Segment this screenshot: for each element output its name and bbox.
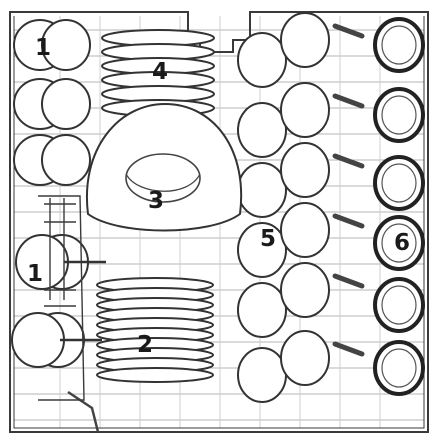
cup bbox=[237, 222, 287, 278]
rack-prong bbox=[332, 93, 365, 109]
rack-prong bbox=[332, 341, 365, 357]
cups-middle-column bbox=[237, 12, 365, 403]
label-large-bowl: 3 bbox=[148, 188, 164, 214]
plates-bottom-stack bbox=[96, 277, 214, 383]
cup-holder-left bbox=[38, 195, 85, 401]
plates-top-stack bbox=[101, 29, 215, 117]
cup bbox=[11, 312, 65, 368]
saucer-rim bbox=[381, 163, 417, 203]
large-bowl bbox=[85, 102, 243, 232]
saucer-rim bbox=[381, 285, 417, 325]
cup bbox=[280, 12, 330, 68]
cup bbox=[237, 32, 287, 88]
saucers-right-column bbox=[373, 17, 425, 396]
label-cups-middle: 5 bbox=[260, 226, 276, 252]
cup bbox=[280, 330, 330, 386]
rack-hook bbox=[67, 390, 100, 433]
saucer-rim bbox=[381, 25, 417, 65]
rack-prong bbox=[332, 153, 365, 169]
cup bbox=[41, 134, 91, 186]
rack-prong bbox=[332, 23, 365, 39]
label-cups-left-lower: 1 bbox=[27, 261, 43, 287]
cup bbox=[237, 102, 287, 158]
cup bbox=[41, 19, 91, 71]
saucer-rim bbox=[381, 348, 417, 388]
cup bbox=[280, 202, 330, 258]
labels: 1 1 2 3 4 5 6 bbox=[27, 35, 410, 358]
saucer-rim bbox=[381, 95, 417, 135]
label-plates-top: 4 bbox=[152, 59, 168, 85]
cup bbox=[41, 78, 91, 130]
rack-prong bbox=[332, 213, 365, 229]
cup bbox=[280, 142, 330, 198]
cup bbox=[237, 282, 287, 338]
saucer-rim bbox=[381, 223, 417, 263]
plate bbox=[96, 367, 214, 383]
label-saucers-right: 6 bbox=[394, 230, 410, 256]
label-cups-left-top: 1 bbox=[35, 35, 51, 61]
label-plates-bottom: 2 bbox=[137, 332, 153, 358]
cup bbox=[280, 82, 330, 138]
cup bbox=[237, 162, 287, 218]
cup bbox=[237, 347, 287, 403]
cup bbox=[280, 262, 330, 318]
cups-left-column bbox=[11, 19, 106, 433]
rack-prong bbox=[332, 273, 365, 289]
